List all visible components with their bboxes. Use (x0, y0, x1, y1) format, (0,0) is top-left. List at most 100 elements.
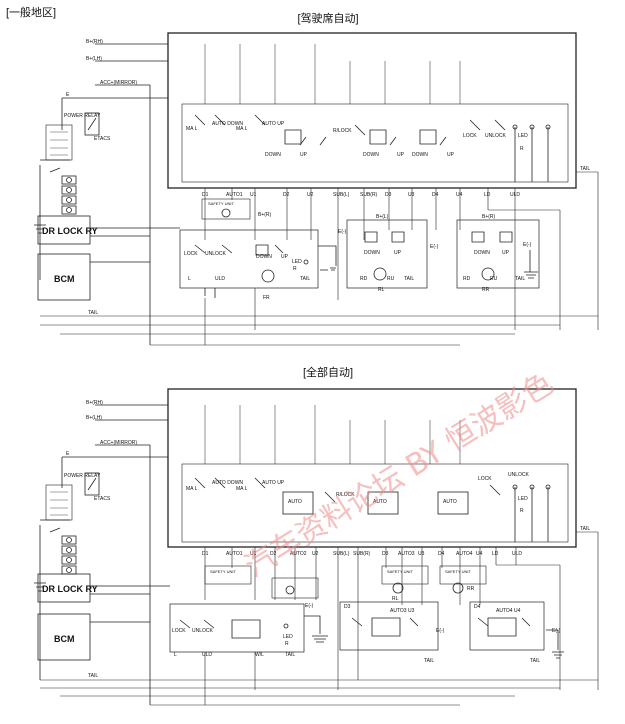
bottom-fr-tail: TAIL (285, 652, 295, 658)
bottom-fr-led: LED (283, 634, 293, 640)
bottom-rr-motor-icon (452, 582, 464, 594)
top-rl-rd: RD (360, 276, 368, 282)
bottom-pin-auto3: AUTO3 (398, 551, 415, 557)
bottom-safety-label-1: SAFETY UNIT (210, 569, 236, 574)
bottom-switch-box (181, 463, 569, 543)
bottom-pin-d4: D4 (438, 551, 445, 557)
bottom-bplus-rh: B+(RH) (86, 400, 103, 406)
top-sw-up-1: UP (300, 152, 308, 158)
top-lamp-column (61, 175, 77, 215)
bottom-title: [全部自动] (303, 365, 353, 379)
bottom-pin-uld: ULD (512, 551, 522, 557)
bottom-sw-lock: LOCK (478, 476, 492, 482)
top-sw-unlock: UNLOCK (485, 133, 507, 139)
top-pin-d1: D1 (202, 192, 209, 198)
bottom-sw-auto-4: AUTO (443, 499, 457, 505)
top-sw-led: LED (518, 133, 528, 139)
top-acc-mirror: ACC+(MIRROR) (100, 80, 137, 86)
top-rl-down: DOWN (364, 250, 380, 256)
bottom-fr-unlock: UNLOCK (192, 628, 214, 634)
bottom-safety-unit-1 (204, 565, 252, 585)
top-rl-label: RL (378, 287, 385, 293)
bottom-sw-auto-2: AUTO (288, 499, 302, 505)
top-rl-ru: RU (387, 276, 395, 282)
top-sw-lock: LOCK (463, 133, 477, 139)
bottom-drop-lines (204, 531, 599, 690)
bottom-bus-lines (204, 405, 461, 464)
bottom-rl-door-box (339, 601, 439, 651)
bottom-fr-l: L (174, 652, 177, 658)
bottom-rr-door-box (469, 601, 545, 651)
top-tail-right: TAIL (580, 166, 590, 172)
bottom-tail-bottom: TAIL (88, 673, 98, 679)
top-relay-label: POWER RELAY (64, 113, 101, 119)
top-safety-motor-icon (221, 208, 231, 218)
top-pin-auto1: AUTO1 (226, 192, 243, 198)
top-rl-tail: TAIL (404, 276, 414, 282)
top-pin-d3: D3 (385, 192, 392, 198)
region-label: [一般地区] (6, 6, 56, 19)
bottom-safety-label-3: SAFETY UNIT (387, 569, 413, 574)
bottom-sw-ma-l-1: MA L (186, 486, 198, 492)
bottom-safety-unit-4 (439, 565, 487, 585)
top-rr-motor-icon (481, 267, 495, 281)
top-fr-down: DOWN (256, 254, 272, 260)
bottom-pin-auto1: AUTO1 (226, 551, 243, 557)
bottom-power-lines (61, 404, 168, 705)
top-dr-lock-ry-box (37, 215, 91, 245)
bottom-rr-e-minus: E(-) (552, 628, 561, 634)
top-rr-up: UP (502, 250, 510, 256)
bottom-rr-auto4: AUTO4 (496, 608, 513, 614)
bottom-fr-r: R (285, 641, 289, 647)
top-rr-rd: RD (463, 276, 471, 282)
bottom-rl-u3: U3 (408, 608, 415, 614)
top-bplus-rh: B+(RH) (86, 39, 103, 45)
bottom-bplus-lh: B+(LH) (86, 415, 102, 421)
top-e-label: E (66, 92, 70, 98)
top-safety-unit (201, 198, 251, 220)
top-title: [驾驶席自动] (297, 11, 358, 25)
top-dr-lock-ry: DR LOCK RY (42, 226, 98, 236)
bottom-rr-tail: TAIL (530, 658, 540, 664)
bottom-fuse-block (45, 484, 73, 521)
top-sw-ma-l-1: MA L (186, 126, 198, 132)
bottom-fr-e-minus: E(-) (305, 603, 314, 609)
bottom-sw-unlock: UNLOCK (508, 472, 530, 478)
bottom-pin-d2: D2 (270, 551, 277, 557)
bottom-bcm: BCM (54, 634, 75, 644)
bottom-pin-ld: LD (492, 551, 499, 557)
bottom-pin-auto2: AUTO2 (290, 551, 307, 557)
bottom-pin-d3: D3 (382, 551, 389, 557)
bottom-pins: D1 AUTO1 U1 D2 AUTO2 U2 SUB(L) SUB(R) D3… (202, 551, 522, 557)
bottom-rl-motor-icon (392, 582, 404, 594)
top-bcm: BCM (54, 274, 75, 284)
top-fr-lock: LOCK (184, 251, 198, 257)
bottom-tail-right: TAIL (580, 526, 590, 532)
top-sw-r: R (520, 146, 524, 152)
top-sw-ma-l-2: MA L (236, 126, 248, 132)
top-rr-ru: RU (490, 276, 498, 282)
bottom-acc-mirror: ACC+(MIRROR) (100, 440, 137, 446)
top-e-minus-1: E(-) (338, 229, 347, 235)
bottom-safety-label-4: SAFETY UNIT (445, 569, 471, 574)
top-power-lines (61, 43, 168, 345)
top-etacs-label: ETACS (94, 136, 111, 142)
bottom-sw-auto-up: AUTO UP (262, 480, 285, 486)
top-rl-door-box (346, 219, 428, 289)
top-drop-lines (204, 171, 599, 330)
top-sw-up-2: UP (397, 152, 405, 158)
top-pin-d2: D2 (283, 192, 290, 198)
top-pins: D1 AUTO1 U1 D2 U2 SUB(L) SUB(R) D3 U3 D4… (202, 192, 520, 198)
top-sw-up-3: UP (447, 152, 455, 158)
bottom-fr-wl: W/L (255, 652, 264, 658)
top-tail-bottom: TAIL (88, 310, 98, 316)
top-fr-uld: ULD (215, 276, 225, 282)
bottom-dr-lock-ry-box (37, 573, 91, 603)
top-diagram: [驾驶席自动] B+(RH) B+(LH) ACC+(MIRROR) E (34, 11, 599, 346)
bottom-fr-lock: LOCK (172, 628, 186, 634)
top-fr-door-box (179, 229, 319, 289)
top-fr-up: UP (281, 254, 289, 260)
bottom-diagram: [全部自动] B+(RH) B+(LH) ACC+(MIRROR) E (34, 365, 599, 706)
bottom-sw-led: LED (518, 496, 528, 502)
